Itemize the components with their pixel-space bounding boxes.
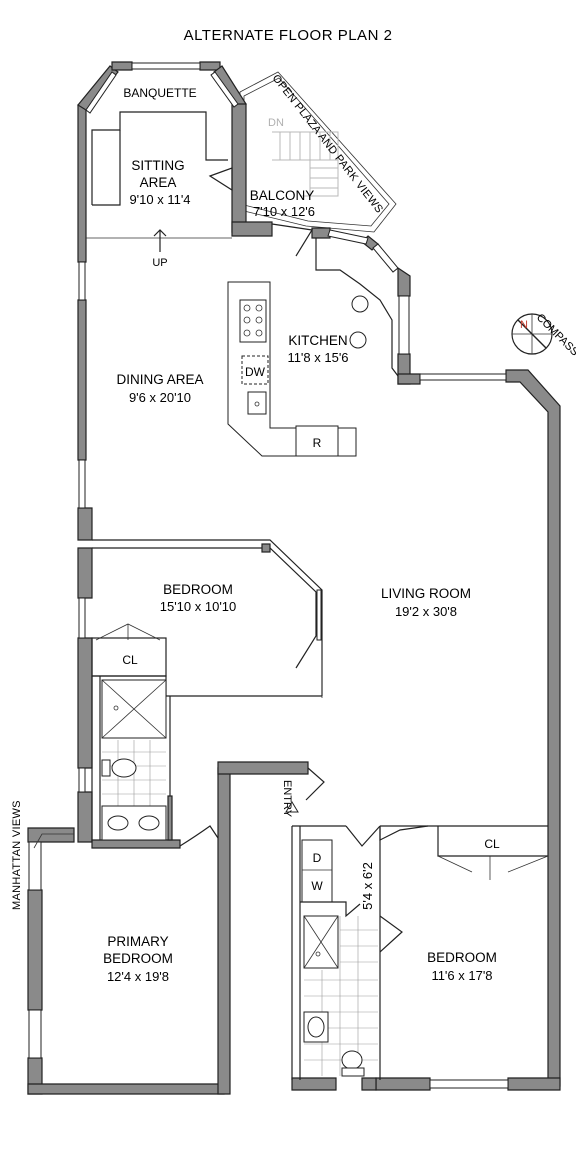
living-room-dims: 19'2 x 30'8 <box>395 604 457 619</box>
plan-title: ALTERNATE FLOOR PLAN 2 <box>184 27 393 44</box>
entry-label: ENTRY <box>281 780 293 818</box>
banquette-label: BANQUETTE <box>123 86 196 100</box>
balcony-area: DN <box>239 71 397 233</box>
bedroom-2-dims: 11'6 x 17'8 <box>431 968 492 983</box>
dining-area-name: DINING AREA <box>116 372 203 387</box>
closet-1-label: CL <box>122 653 138 667</box>
primary-bedroom-dims: 12'4 x 19'8 <box>107 969 169 984</box>
hall-closet-dims: 5'4 x 6'2 <box>360 862 375 910</box>
compass-north: N <box>520 319 528 331</box>
balcony-dims: 7'10 x 12'6 <box>253 204 315 219</box>
dryer-label: D <box>313 851 322 865</box>
bedroom-2-name: BEDROOM <box>427 950 497 965</box>
windows <box>28 62 509 1089</box>
closet-2-label: CL <box>484 837 500 851</box>
bedroom-1-name: BEDROOM <box>163 582 233 597</box>
bedroom-1-dims: 15'10 x 10'10 <box>160 599 237 614</box>
refrigerator-label: R <box>313 436 322 450</box>
compass: N COMPASS <box>511 312 576 358</box>
interior-walls <box>33 111 549 1080</box>
dishwasher-label: DW <box>245 365 266 379</box>
manhattan-views-label: MANHATTAN VIEWS <box>11 800 23 910</box>
primary-bedroom-name: PRIMARY <box>107 934 168 949</box>
kitchen-name: KITCHEN <box>288 333 347 348</box>
sitting-area-dims: 9'10 x 11'4 <box>129 192 190 207</box>
sitting-area-name-2: AREA <box>140 175 177 190</box>
kitchen-dims: 11'8 x 15'6 <box>287 350 348 365</box>
primary-bedroom-name-2: BEDROOM <box>103 951 173 966</box>
stairs-down <box>272 131 339 197</box>
living-room-name: LIVING ROOM <box>381 586 471 601</box>
washer-label: W <box>311 879 323 893</box>
balcony-name: BALCONY <box>250 188 315 203</box>
dn-label: DN <box>268 117 284 129</box>
entry-arrow <box>285 801 299 813</box>
dining-area-dims: 9'6 x 20'10 <box>129 390 191 405</box>
up-label: UP <box>152 257 167 269</box>
exterior-walls <box>27 61 561 1095</box>
sitting-area-name: SITTING <box>131 158 184 173</box>
